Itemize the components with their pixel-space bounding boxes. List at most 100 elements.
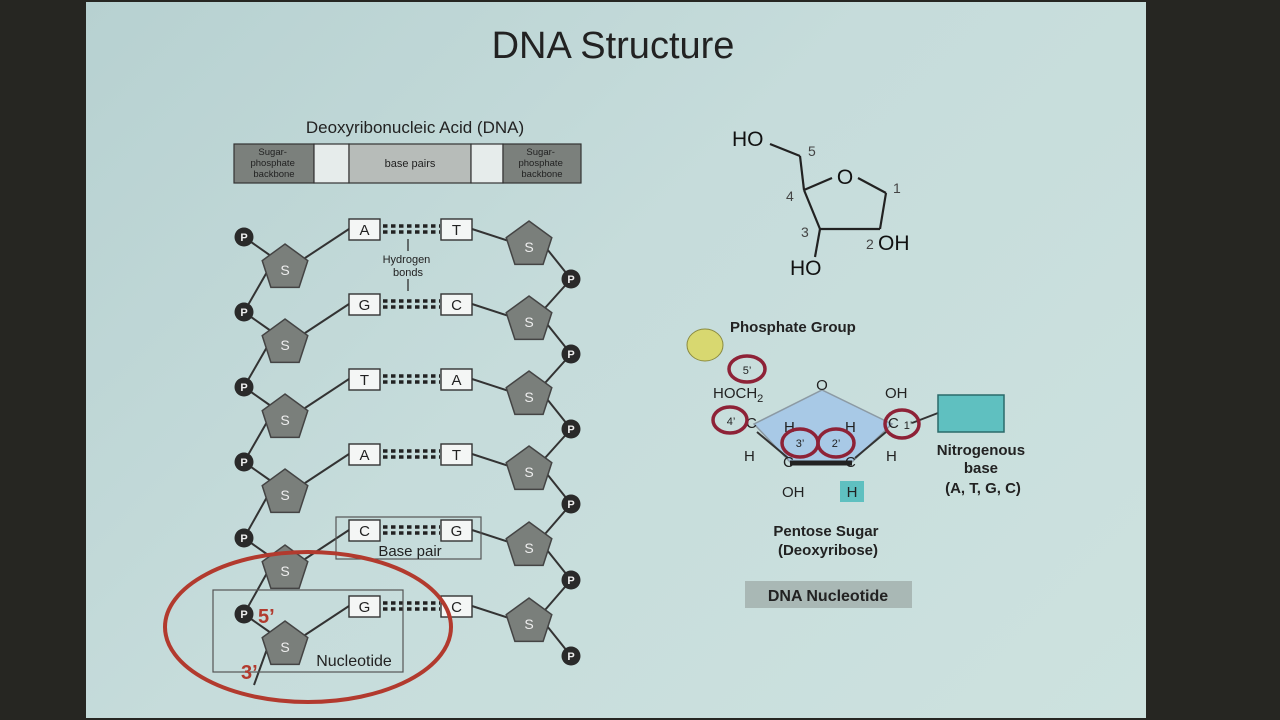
base-letter-left: A (359, 447, 369, 464)
c3-hydroxyl-label: OH (782, 484, 805, 501)
phosphate-label: P (240, 232, 247, 244)
base-pairs-segment (348, 143, 472, 184)
sugar-label: S (524, 464, 533, 480)
sugar-pentagon (261, 318, 309, 364)
phosphate-dot (561, 494, 581, 514)
phosphate-label: P (567, 349, 574, 361)
base-box (348, 293, 381, 316)
backbone-segment-left (233, 143, 315, 184)
phosphate-dot (234, 227, 254, 247)
sugar-pentagon (505, 220, 553, 266)
phosphate-dot (561, 646, 581, 666)
bond-c4-o (803, 176, 833, 192)
c4-c3-bond (756, 431, 789, 459)
phosphate-dot (561, 419, 581, 439)
phosphate-group-shape (686, 328, 724, 362)
backbone-left-label: Sugar- phosphate backbone (250, 147, 297, 180)
c4-hydrogen-label: H (744, 448, 755, 465)
sugar-label: S (280, 639, 289, 655)
c4-carbon-label: C (746, 415, 757, 432)
bond-ho-c5 (769, 142, 801, 158)
slide-canvas: DNA Structure Deoxyribonucleic Acid (DNA… (163, 25, 1025, 704)
base-letter-right: G (451, 523, 463, 540)
base-box (440, 368, 473, 391)
nucleotide-oh-top-right: OH (885, 385, 908, 402)
carbon-number-4: 4 (786, 188, 794, 204)
phosphate-label: P (567, 575, 574, 587)
sugar-label: S (280, 412, 289, 428)
base-letter-left: T (360, 372, 369, 389)
base-box (440, 519, 473, 542)
nucleotide-label: Nucleotide (316, 653, 392, 670)
h-highlight-box (840, 481, 864, 502)
c3-hydrogen-label: H (784, 419, 795, 436)
base-box (440, 218, 473, 241)
sugar-pentagon (261, 393, 309, 439)
base-pair-label: Base pair (378, 543, 441, 560)
circle-3-prime-label: 3’ (796, 438, 805, 450)
phosphate-label: P (567, 424, 574, 436)
sugar-base-bond (471, 303, 510, 317)
base-letter-right: C (451, 297, 462, 314)
dna-bar: Sugar- phosphate backbone base pairs Sug… (233, 143, 582, 184)
hydrogen-bonds-label: Hydrogen bonds (383, 254, 434, 279)
base-box (348, 368, 381, 391)
base-letter-right: C (451, 599, 462, 616)
deoxyribose-ho-top: HO (732, 128, 764, 151)
backbone-right-label: Sugar- phosphate backbone (518, 147, 565, 180)
circle-4-prime (711, 405, 749, 435)
sugar-label: S (524, 239, 533, 255)
nucleotide-ring-o: O (816, 377, 828, 394)
sugar-base-bond (304, 303, 350, 334)
phosphate-label: P (567, 499, 574, 511)
base-letter-right: T (452, 447, 461, 464)
pentose-sugar-label: Pentose Sugar (Deoxyribose) (773, 523, 882, 559)
base-box (348, 595, 381, 618)
base-letter-left: C (359, 523, 370, 540)
bond-o-c1 (857, 177, 887, 194)
phosphate-label: P (567, 651, 574, 663)
carbon-number-2: 2 (866, 236, 874, 252)
sugar-pentagon (505, 295, 553, 341)
sugar-label: S (280, 563, 289, 579)
sugar-pentagon (261, 468, 309, 514)
nucleotide-highlight-ellipse (163, 550, 453, 704)
circle-1-prime (883, 408, 921, 440)
sugar-label: S (524, 616, 533, 632)
slide-title: DNA Structure (492, 25, 735, 67)
phosphate-dot (234, 377, 254, 397)
base-letter-right: T (452, 222, 461, 239)
sugar-label: S (280, 487, 289, 503)
base-box (348, 218, 381, 241)
carbon-number-5: 5 (808, 143, 816, 159)
bar-gap-right (470, 143, 504, 184)
sugar-base-bond (471, 605, 510, 619)
sugar-label: S (524, 540, 533, 556)
c1-carbon-label: C (888, 415, 899, 432)
phosphate-label: P (240, 307, 247, 319)
bond-c3-c4 (802, 189, 822, 230)
bond-c5-c4 (798, 155, 806, 191)
c2-hydrogen-highlight: H (847, 484, 858, 501)
sugar-base-bond (304, 529, 350, 560)
bond-c1-c2 (878, 192, 888, 230)
sugar-base-bond (304, 605, 350, 636)
sugar-base-bond (304, 228, 350, 259)
deoxyribose-ring-o: O (837, 166, 853, 189)
c1-hydrogen-label: H (886, 448, 897, 465)
deoxyribose-structure (769, 142, 888, 258)
hoch2-label: HOCH2 (713, 385, 763, 405)
sugar-pentagon (505, 597, 553, 643)
three-prime-label: 3’ (241, 662, 258, 684)
sugar-base-bond (471, 228, 510, 242)
sugar-base-bond (471, 453, 510, 467)
left-backbone-bond (253, 648, 268, 686)
sugar-base-bond (304, 378, 350, 409)
phosphate-dot (561, 344, 581, 364)
sugar-label: S (280, 337, 289, 353)
c2-hydrogen-label: H (845, 419, 856, 436)
deoxyribose-oh-right: OH (878, 232, 910, 255)
sugar-base-bond (304, 453, 350, 484)
circle-5-prime-label: 5’ (743, 365, 752, 377)
